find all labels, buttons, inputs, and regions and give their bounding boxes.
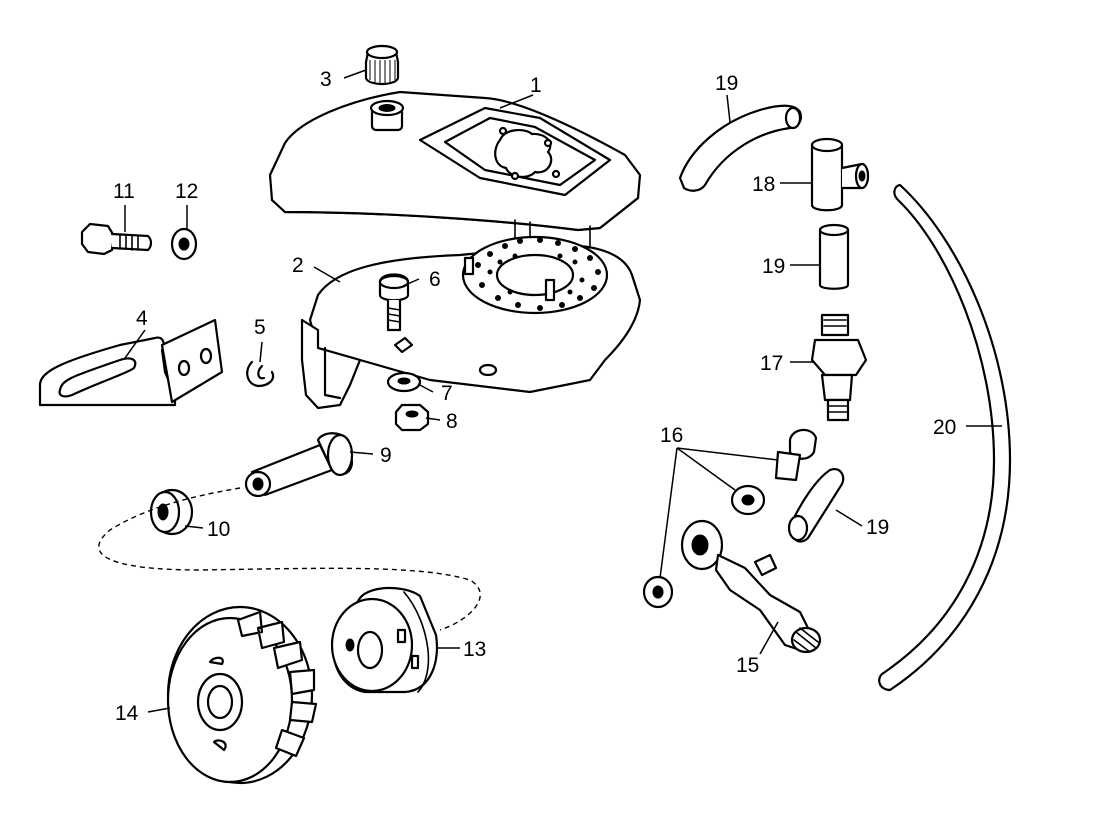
- part-11-bolt: [80, 222, 153, 256]
- part-19-hose-lower: [787, 468, 845, 543]
- label-17: 17: [760, 352, 783, 375]
- part-8-nut: [394, 403, 430, 432]
- leader-lines: [124, 69, 1002, 713]
- part-3-cap: [364, 44, 400, 86]
- part-15-banjo-fitting: [680, 519, 822, 654]
- part-19-hose-middle: [818, 223, 850, 290]
- part-9-spacer-tube: [244, 432, 354, 498]
- label-19-middle: 19: [762, 255, 785, 278]
- label-19-top: 19: [715, 72, 738, 95]
- part-7-washer: [386, 371, 422, 393]
- part-16-fittings: [642, 428, 818, 609]
- part-17-valve: [810, 313, 868, 422]
- label-20: 20: [933, 416, 956, 439]
- part-18-tee-fitting: [810, 137, 870, 212]
- part-1-cover: [268, 90, 642, 247]
- label-4: 4: [136, 307, 148, 330]
- part-number-labels: 1 2 3 4 5 6 7 8 9 10 11 12 13 14 15 16 1…: [113, 68, 956, 725]
- label-5: 5: [254, 316, 266, 339]
- label-12: 12: [175, 180, 198, 203]
- part-5-clip: [246, 360, 275, 388]
- label-8: 8: [446, 410, 458, 433]
- label-6: 6: [429, 268, 441, 291]
- label-15: 15: [736, 654, 759, 677]
- label-13: 13: [463, 638, 486, 661]
- label-7: 7: [441, 382, 453, 405]
- label-16: 16: [660, 424, 683, 447]
- part-13-hub: [330, 586, 439, 694]
- label-1: 1: [530, 74, 542, 97]
- part-14-fan-pulley: [166, 605, 318, 785]
- label-14: 14: [115, 702, 139, 725]
- label-19-lower: 19: [866, 516, 889, 539]
- part-4-bracket: [38, 318, 224, 407]
- label-11: 11: [113, 180, 135, 203]
- label-18: 18: [752, 173, 775, 196]
- label-10: 10: [207, 518, 230, 541]
- part-20-long-hose: [878, 183, 1012, 692]
- part-10-ring: [149, 488, 194, 536]
- part-2-base-plate: [300, 235, 642, 410]
- label-2: 2: [292, 254, 304, 277]
- part-19-hose-top: [678, 104, 802, 192]
- part-12-washer: [170, 227, 198, 261]
- assembly-path-dashed: [98, 487, 481, 631]
- label-9: 9: [380, 444, 392, 467]
- label-3: 3: [320, 68, 332, 91]
- part-6-stud: [378, 273, 410, 332]
